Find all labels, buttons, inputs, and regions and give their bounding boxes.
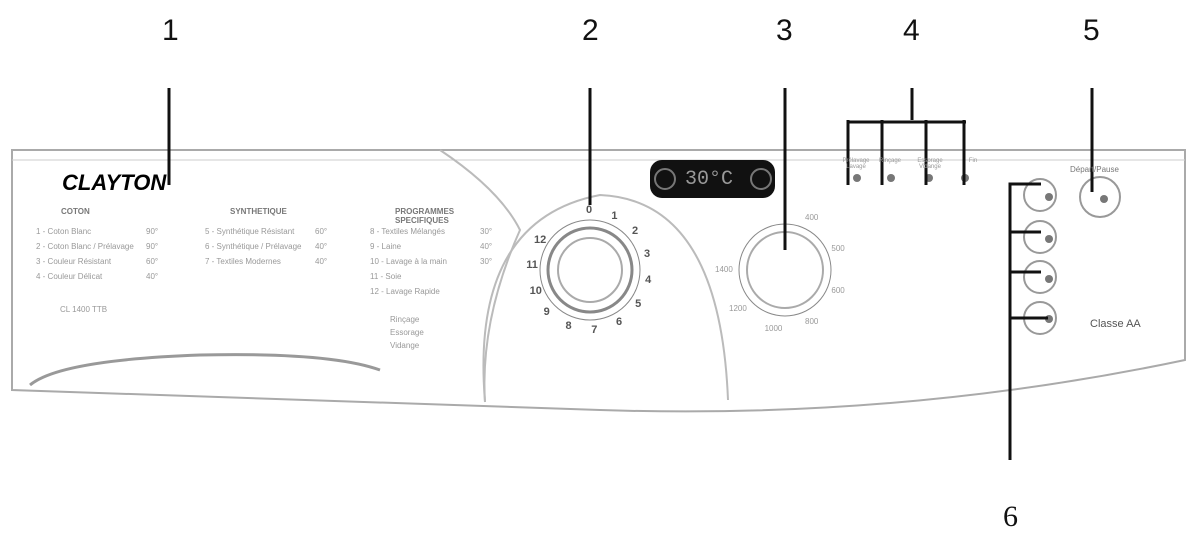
option-button[interactable]: [1024, 261, 1056, 293]
indicator-label: Fin: [968, 158, 978, 164]
program-label: 2 - Coton Blanc / Prélavage: [36, 242, 134, 251]
program-label: 10 - Lavage à la main: [370, 257, 447, 266]
program-label: 6 - Synthétique / Prélavage: [205, 242, 302, 251]
program-dial-mark: 9: [543, 306, 550, 319]
model-number: CL 1400 TTB: [60, 305, 108, 314]
program-label: 3 - Couleur Résistant: [36, 257, 112, 266]
program-label: 8 - Textiles Mélangés: [370, 227, 445, 236]
callout-3: 3: [776, 14, 793, 47]
spin-dial-mark: 500: [831, 244, 845, 254]
program-dial-mark: 7: [591, 323, 598, 336]
program-dial-mark: 11: [526, 258, 538, 271]
program-temp: 40°: [146, 272, 159, 281]
program-dial-mark: 5: [635, 298, 642, 311]
phase-label: Essorage: [390, 328, 424, 337]
program-dial-mark: 12: [534, 234, 547, 246]
indicator-label: Essorage Vidange: [917, 158, 943, 170]
program-label: 9 - Laine: [370, 242, 402, 251]
spin-dial-mark: 400: [805, 213, 819, 223]
program-temp: 30°: [480, 227, 493, 236]
callout-1: 1: [162, 14, 179, 47]
group-title: PROGRAMMES SPECIFIQUES: [395, 207, 455, 225]
option-button[interactable]: [1024, 302, 1056, 334]
program-label: 7 - Textiles Modernes: [205, 257, 281, 266]
program-dial-mark: 2: [631, 225, 639, 238]
spin-dial-mark: 1400: [715, 265, 733, 274]
program-label: 12 - Lavage Rapide: [370, 287, 440, 296]
indicator-label: Prélavage Lavage: [842, 158, 870, 170]
program-dial-mark: 0: [586, 204, 593, 216]
start-pause-label: Départ/Pause: [1070, 165, 1119, 174]
program-label: 11 - Soie: [370, 272, 402, 281]
option-button[interactable]: [1024, 179, 1056, 211]
energy-class: Classe AA: [1090, 318, 1141, 330]
program-temp: 40°: [480, 242, 493, 251]
program-dial-mark: 6: [616, 315, 623, 328]
program-dial-mark: 8: [565, 320, 572, 333]
program-temp: 40°: [315, 242, 328, 251]
spin-dial-mark: 600: [831, 285, 845, 295]
callout-6: 6: [1003, 500, 1018, 533]
program-temp: 90°: [146, 242, 159, 251]
callout-4: 4: [903, 14, 920, 47]
program-temp: 40°: [315, 257, 328, 266]
program-dial-mark: 1: [611, 209, 618, 222]
brand-logo: CLAYTON: [62, 170, 167, 195]
program-temp: 60°: [315, 227, 328, 236]
program-temp: 90°: [146, 227, 159, 236]
program-selector-knob[interactable]: [548, 228, 632, 312]
program-label: 1 - Coton Blanc: [36, 227, 92, 236]
spin-selector-knob[interactable]: [747, 232, 823, 308]
spin-dial-mark: 1000: [764, 324, 783, 334]
program-label: 5 - Synthétique Résistant: [205, 227, 295, 236]
program-label: 4 - Couleur Délicat: [36, 272, 103, 281]
program-dial-mark: 3: [643, 248, 651, 261]
program-dial-mark: 4: [645, 274, 652, 287]
program-temp: 30°: [480, 257, 493, 266]
indicator-label: Rinçage: [878, 158, 901, 164]
phase-label: Rinçage: [390, 315, 420, 324]
start-pause-button[interactable]: [1100, 187, 1140, 227]
spin-dial-mark: 1200: [729, 303, 747, 313]
group-title: SYNTHETIQUE: [230, 207, 287, 216]
phase-label: Vidange: [390, 341, 420, 350]
program-dial-mark: 10: [529, 284, 542, 297]
option-button[interactable]: [1024, 221, 1056, 253]
temperature-display: 30°C: [685, 168, 734, 191]
callout-2: 2: [582, 14, 599, 47]
spin-dial-mark: 800: [805, 316, 819, 326]
group-title: COTON: [61, 207, 90, 216]
callout-5: 5: [1083, 14, 1100, 47]
program-temp: 60°: [146, 257, 159, 266]
